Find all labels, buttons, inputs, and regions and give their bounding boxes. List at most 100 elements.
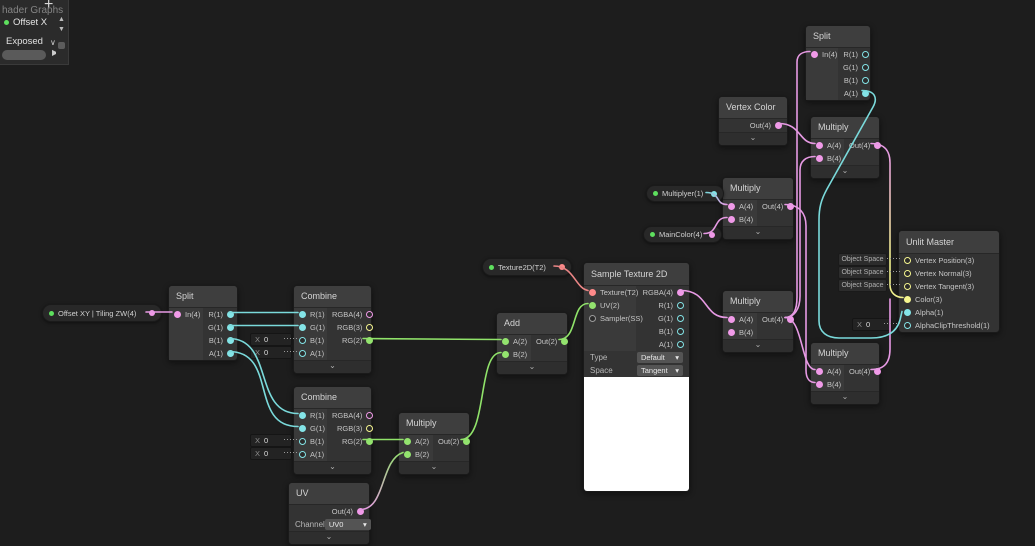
output-port-rg[interactable] [366,438,374,445]
output-port-r[interactable] [677,302,684,309]
output-port[interactable] [874,142,882,149]
chevron-down-icon[interactable]: ∨ [50,38,56,47]
output-port[interactable] [874,368,882,375]
input-port-a[interactable] [299,350,306,357]
node-multiply-color[interactable]: Multiply A(4) B(4) Out(4) ⌄ [722,177,795,240]
node-title[interactable]: UV [289,483,369,505]
type-dropdown[interactable]: Default▾ [637,352,683,363]
node-title[interactable]: Add [497,313,567,335]
input-port-b[interactable] [728,329,735,336]
node-title[interactable]: Unlit Master [899,231,999,254]
input-port-sampler[interactable] [589,315,596,322]
input-port-vertex-tangent[interactable] [904,283,911,290]
input-port-b[interactable] [816,155,823,162]
input-port-alpha[interactable] [904,309,911,316]
input-port-b[interactable] [728,216,735,223]
input-port-b[interactable] [404,451,411,458]
node-title[interactable]: Combine [294,286,371,308]
input-port-a[interactable] [816,142,823,149]
input-port-alpha-clip[interactable] [904,322,911,329]
property-pill-texture2d[interactable]: Texture2D(T2) [482,258,572,276]
node-vertex-color[interactable]: Vertex Color Out(4) ⌄ [718,96,788,146]
collapse-chevron[interactable]: ⌄ [723,339,793,352]
output-port[interactable] [775,122,782,129]
node-unlit-master[interactable]: Unlit Master Vertex Position(3) Vertex N… [898,230,1000,333]
output-port-rgba[interactable] [366,311,374,318]
collapse-chevron[interactable]: ⌄ [497,361,567,374]
output-port-a[interactable] [677,341,684,348]
pill-output-port[interactable] [709,231,715,238]
wire-split-a-to-combine-bottom[interactable] [228,350,299,428]
collapse-chevron[interactable]: ⌄ [399,461,469,474]
input-port-b[interactable] [816,381,823,388]
output-port-rg[interactable] [366,337,374,344]
blackboard-panel[interactable]: + hader Graphs Offset X Exposed ∨ ▶ ▲ ▼ [0,0,69,65]
input-port-b[interactable] [299,438,306,445]
node-title[interactable]: Multiply [811,117,879,139]
scroll-down-icon[interactable]: ▼ [58,26,65,33]
node-title[interactable]: Combine [294,387,371,409]
output-port-g[interactable] [677,315,684,322]
property-pill-offset[interactable]: Offset XY | Tiling ZW(4) [42,304,162,322]
node-split-left[interactable]: Split In(4) R(1) G(1) B(1) A(1) [168,285,238,361]
object-space-dropdown[interactable]: Object Space [838,279,887,292]
input-port-b[interactable] [502,351,509,358]
input-port-a[interactable] [816,368,823,375]
output-port-rgb[interactable] [366,425,374,432]
output-port-rgba[interactable] [366,412,374,419]
property-toggle[interactable] [2,50,46,60]
collapse-chevron[interactable]: ⌄ [294,461,371,474]
input-port-a[interactable] [299,451,306,458]
input-port-in4[interactable] [174,311,181,318]
object-space-dropdown[interactable]: Object Space [838,266,887,279]
property-pill-multiplyer[interactable]: Multiplyer(1) [646,185,724,202]
expand-arrow-icon[interactable]: ▶ [52,48,58,57]
scrollbar-thumb[interactable] [58,42,65,49]
output-port[interactable] [463,438,471,445]
node-multiply-uv[interactable]: Multiply A(2) B(2) Out(2) ⌄ [398,412,471,475]
channel-dropdown[interactable]: UV0▾ [324,519,371,530]
collapse-chevron[interactable]: ⌄ [811,391,879,404]
input-port-r[interactable] [299,412,306,419]
input-port-color[interactable] [904,296,911,303]
output-port-r[interactable] [227,311,234,318]
node-combine-bottom[interactable]: Combine R(1) G(1) B(1) A(1) RGBA(4) RGB(… [293,386,374,475]
node-title[interactable]: Multiply [723,178,793,200]
output-port-b[interactable] [677,328,684,335]
node-combine-top[interactable]: Combine R(1) G(1) B(1) A(1) RGBA(4) RGB(… [293,285,374,374]
input-port-in4[interactable] [811,51,818,58]
node-title[interactable]: Vertex Color [719,97,787,119]
node-add[interactable]: Add A(2) B(2) Out(2) ⌄ [496,312,569,375]
collapse-chevron[interactable]: ⌄ [811,165,879,178]
input-port-g[interactable] [299,425,306,432]
output-port[interactable] [561,338,569,345]
output-port-a[interactable] [227,350,234,357]
input-port-a[interactable] [502,338,509,345]
input-port-g[interactable] [299,324,306,331]
input-port-b[interactable] [299,337,306,344]
node-uv[interactable]: UV Out(4) Channel UV0▾ ⌄ [288,482,371,545]
pill-output-port[interactable] [559,264,565,270]
output-port[interactable] [787,203,795,210]
node-title[interactable]: Split [169,286,237,308]
node-title[interactable]: Split [806,26,870,48]
output-port-b[interactable] [227,337,234,344]
node-title[interactable]: Multiply [399,413,469,435]
space-dropdown[interactable]: Tangent▾ [637,365,683,376]
add-property-button[interactable]: + [44,0,54,13]
output-port[interactable] [787,316,795,323]
collapse-chevron[interactable]: ⌄ [294,360,371,373]
output-port-r[interactable] [862,51,869,58]
input-port-a[interactable] [404,438,411,445]
input-port-vertex-normal[interactable] [904,270,911,277]
output-port-g[interactable] [227,324,234,331]
node-sample-texture-2d[interactable]: Sample Texture 2D Texture(T2) UV(2) Samp… [583,262,690,492]
wire-combine-top-to-add[interactable] [362,337,502,341]
blackboard-property-row[interactable]: Offset X [4,17,47,28]
output-port-a[interactable] [862,90,869,97]
node-multiply-texture[interactable]: Multiply A(4) B(4) Out(4) ⌄ [722,290,795,353]
